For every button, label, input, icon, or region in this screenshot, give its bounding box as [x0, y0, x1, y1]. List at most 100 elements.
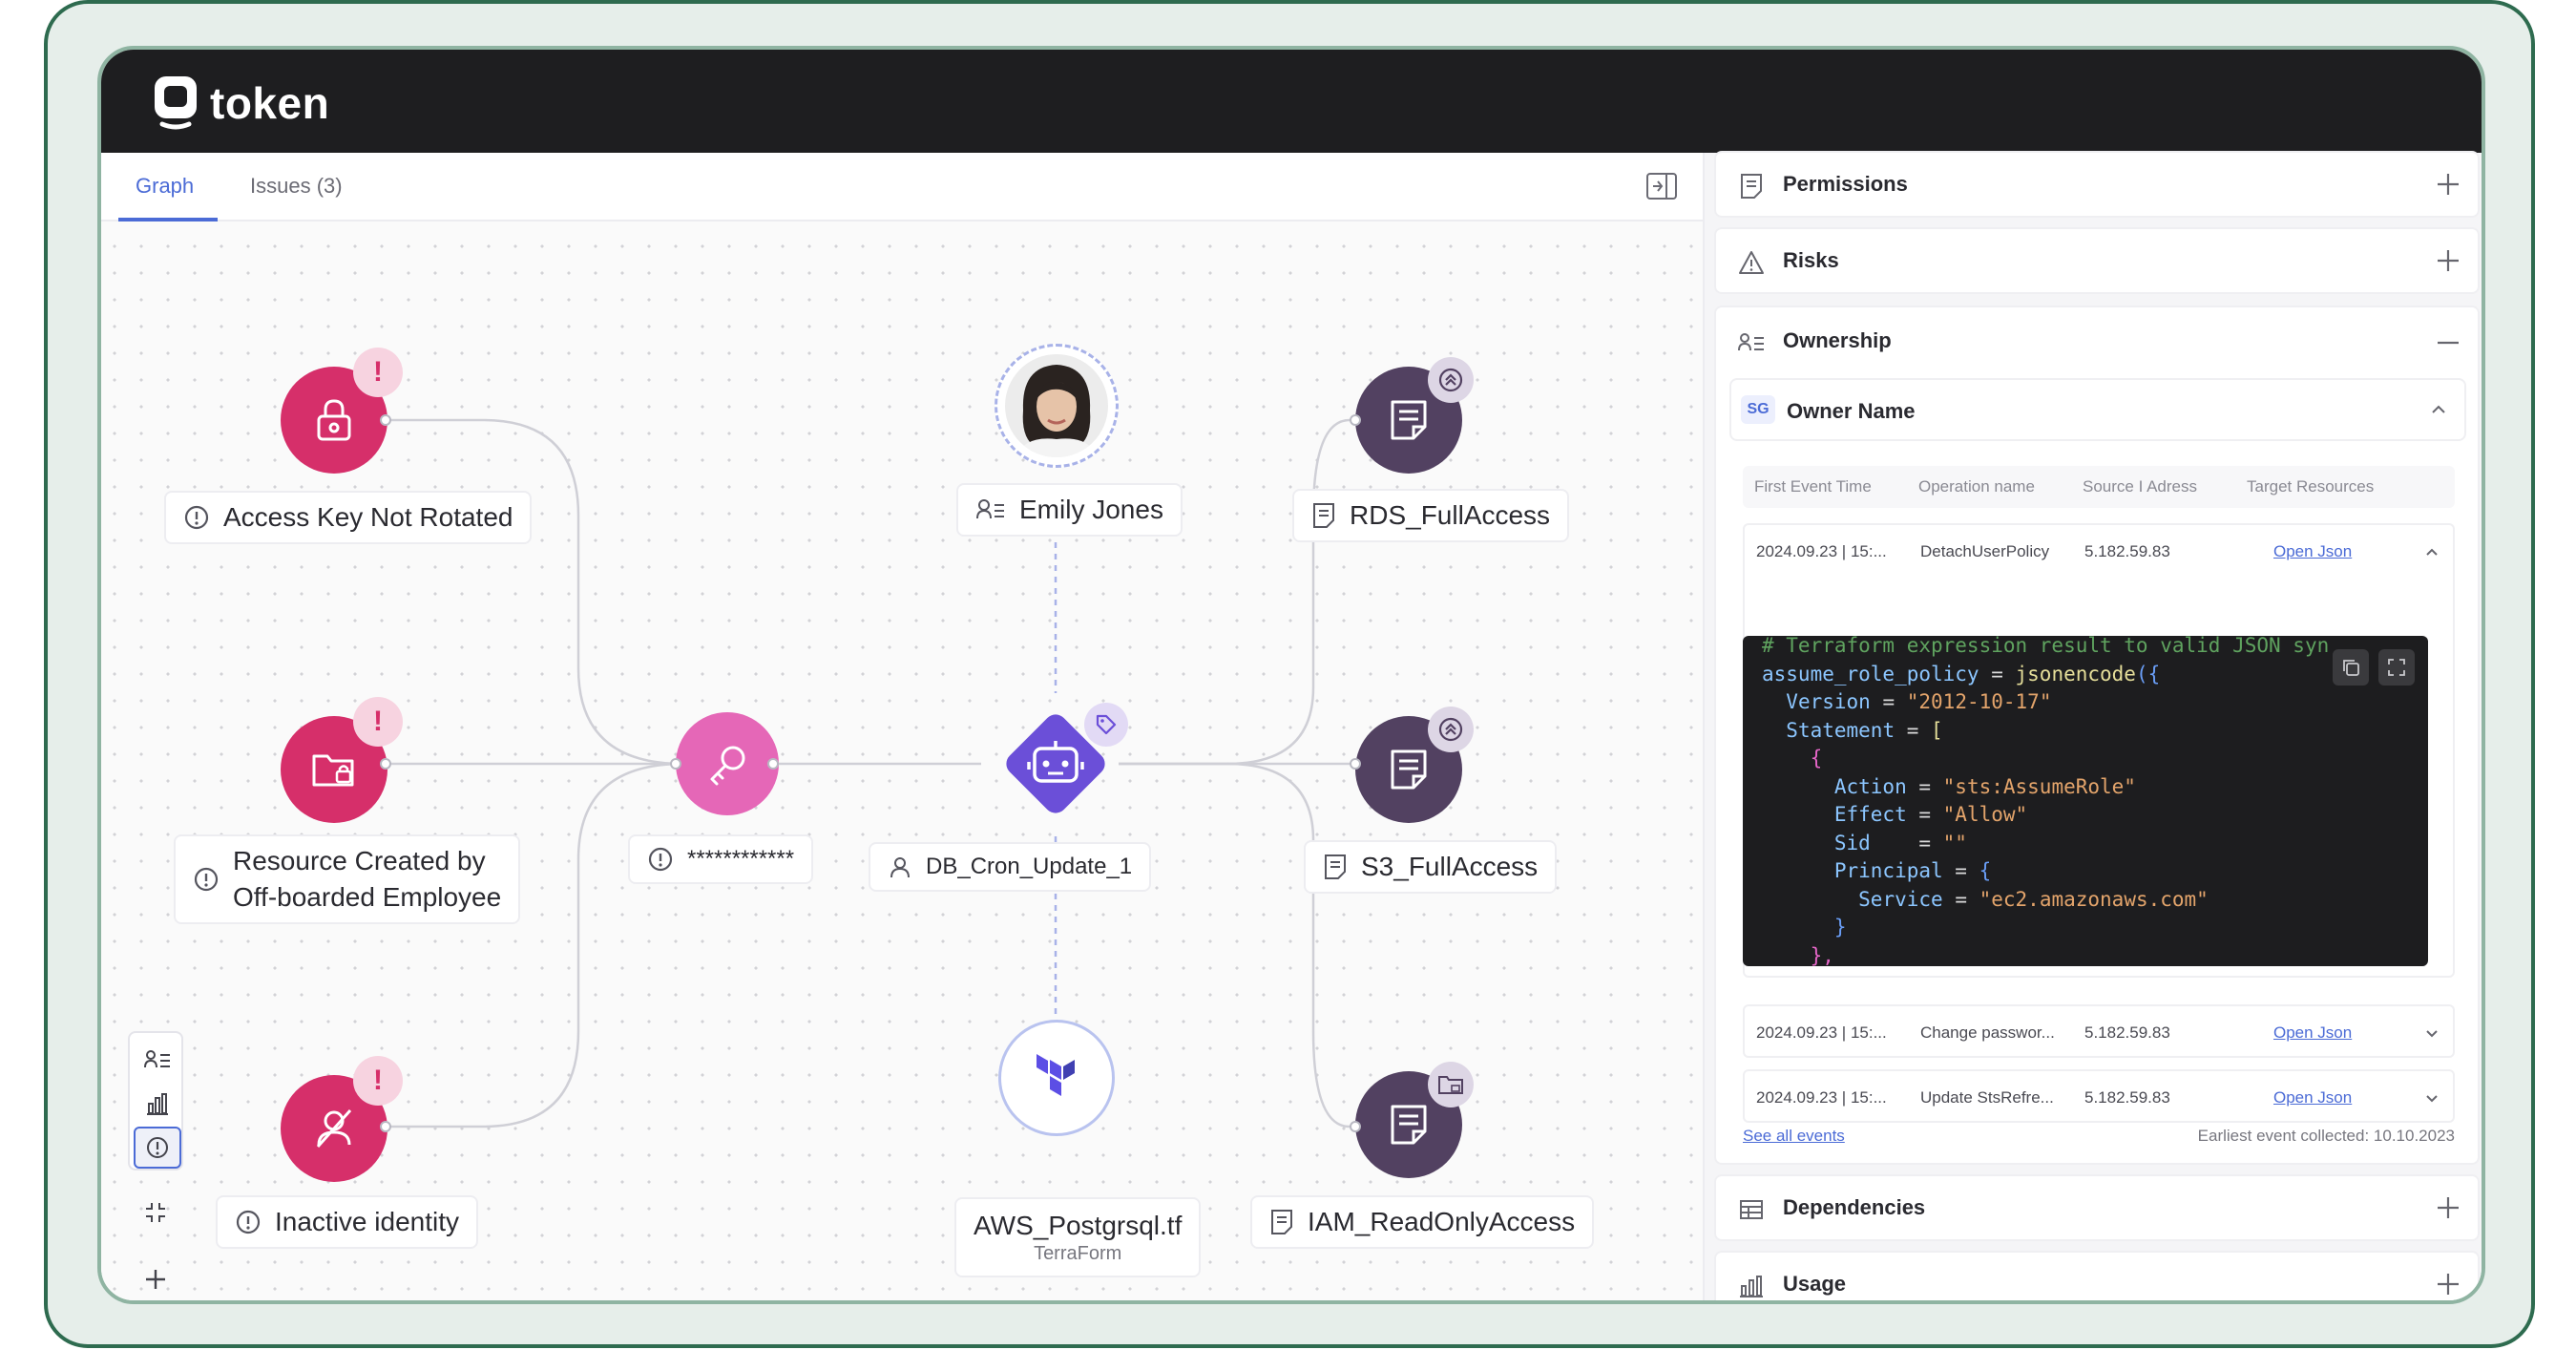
policy-label-s3[interactable]: S3_FullAccess: [1304, 840, 1558, 894]
user-list-icon: [1738, 333, 1764, 351]
graph-toolbar: [128, 1031, 183, 1300]
issue-label-text: Inactive identity: [275, 1207, 459, 1236]
issue-node-access-key[interactable]: !: [281, 348, 403, 474]
expand-plus-icon[interactable]: [2432, 1268, 2464, 1300]
info-circle-icon: [236, 1210, 261, 1234]
policy-label-rds[interactable]: RDS_FullAccess: [1292, 489, 1570, 542]
document-icon: [1271, 1210, 1292, 1234]
dependencies-section[interactable]: Dependencies: [1714, 1174, 2480, 1241]
active-tab-indicator: [118, 218, 218, 221]
issue-label-inactive[interactable]: Inactive identity: [216, 1195, 478, 1249]
document-icon: [1391, 400, 1427, 440]
terraform-icon: [1037, 1054, 1075, 1096]
risks-title: Risks: [1783, 248, 1839, 272]
bot-identity-node[interactable]: [987, 695, 1128, 833]
app-window: token Graph Issues (3): [97, 46, 2485, 1304]
copy-icon: [2343, 660, 2359, 676]
document-icon: [1741, 174, 1762, 199]
view-mode-group: [128, 1031, 183, 1171]
open-json-link[interactable]: Open Json: [2273, 1023, 2353, 1042]
view-usage-button[interactable]: [134, 1083, 181, 1125]
collapse-panel-icon[interactable]: [1645, 172, 1678, 200]
policy-node-iam[interactable]: [1355, 1062, 1474, 1178]
warning-triangle-icon: [1739, 251, 1764, 274]
risks-section[interactable]: Risks: [1714, 227, 2480, 294]
table-icon: [1740, 1200, 1763, 1219]
collapse-minus-icon[interactable]: [2432, 327, 2464, 359]
secret-key-node[interactable]: [676, 712, 779, 815]
tab-issues[interactable]: Issues (3): [250, 174, 343, 198]
event-source-ip: 5.182.59.83: [2084, 542, 2170, 560]
code-token: =: [1906, 803, 1943, 826]
user-list-icon: [144, 1050, 170, 1068]
bot-label[interactable]: DB_Cron_Update_1: [869, 842, 1152, 892]
tab-graph[interactable]: Graph: [136, 174, 195, 198]
permissions-title: Permissions: [1783, 172, 1908, 196]
edge-port: [767, 758, 779, 770]
view-issues-button[interactable]: [134, 1127, 181, 1169]
document-icon: [1391, 749, 1427, 790]
ownership-title: Ownership: [1783, 328, 1892, 352]
fit-view-button[interactable]: [132, 1192, 179, 1234]
user-label[interactable]: Emily Jones: [956, 483, 1183, 537]
edge-port: [1350, 414, 1361, 426]
policy-name: RDS_FullAccess: [1350, 500, 1551, 530]
upgrade-badge: [1428, 357, 1474, 403]
terraform-node[interactable]: [998, 1020, 1115, 1136]
code-token: },: [1810, 943, 1834, 967]
code-token: Service: [1858, 887, 1943, 911]
json-code-viewer[interactable]: # Terraform expression result to valid J…: [1743, 636, 2428, 966]
secret-label[interactable]: ************: [628, 834, 814, 884]
chevron-up-icon[interactable]: [2420, 540, 2443, 563]
usage-section[interactable]: Usage: [1714, 1251, 2480, 1300]
policy-node-rds[interactable]: [1355, 357, 1474, 474]
code-token: Principal: [1833, 859, 1943, 882]
document-icon: [1391, 1105, 1427, 1145]
open-json-link[interactable]: Open Json: [2273, 542, 2353, 560]
expand-plus-icon[interactable]: [2432, 168, 2464, 200]
issue-label-access-key[interactable]: Access Key Not Rotated: [164, 491, 533, 544]
graph-panel: Graph Issues (3): [101, 153, 1703, 1300]
user-list-icon: [976, 499, 1004, 519]
code-token: {: [1810, 747, 1823, 770]
issue-node-offboarded[interactable]: !: [281, 697, 403, 823]
upgrade-badge: [1428, 707, 1474, 752]
expand-plus-icon[interactable]: [2432, 1192, 2464, 1224]
copy-code-button[interactable]: [2333, 649, 2369, 686]
issue-label-text: Access Key Not Rotated: [223, 502, 513, 532]
permissions-section[interactable]: Permissions: [1714, 151, 2480, 218]
policy-node-s3[interactable]: [1355, 707, 1474, 823]
event-row[interactable]: 2024.09.23 | 15:... Change passwor... 5.…: [1743, 1004, 2455, 1058]
event-row[interactable]: 2024.09.23 | 15:... Update StsRefre... 5…: [1743, 1069, 2455, 1123]
issue-label-offboarded[interactable]: Resource Created by Off-boarded Employee: [174, 834, 521, 924]
owner-row[interactable]: SG Owner Name: [1729, 378, 2466, 441]
code-token: =: [1979, 662, 2016, 686]
dependencies-title: Dependencies: [1783, 1195, 1926, 1219]
event-operation: DetachUserPolicy: [1920, 542, 2050, 560]
folder-lock-icon: [312, 754, 354, 787]
zoom-in-button[interactable]: [132, 1258, 179, 1300]
issue-node-inactive[interactable]: !: [281, 1056, 403, 1182]
expand-plus-icon[interactable]: [2432, 244, 2464, 277]
open-json-link[interactable]: Open Json: [2273, 1088, 2353, 1107]
column-header: Target Resources: [2247, 477, 2375, 496]
policy-label-iam[interactable]: IAM_ReadOnlyAccess: [1250, 1195, 1595, 1249]
fullscreen-code-button[interactable]: [2378, 649, 2415, 686]
logo[interactable]: token: [153, 74, 329, 132]
column-header: Source I Adress: [2083, 477, 2198, 496]
terraform-label[interactable]: AWS_Postgrsql.tf TerraForm: [954, 1197, 1202, 1277]
user-avatar-node[interactable]: [995, 344, 1119, 468]
document-icon: [1325, 854, 1346, 879]
usage-title: Usage: [1783, 1272, 1847, 1296]
chevron-down-icon[interactable]: [2420, 1022, 2443, 1044]
folder-lock-icon: [1438, 1076, 1463, 1094]
chevron-down-icon[interactable]: [2420, 1086, 2443, 1109]
ownership-section: Ownership SG Owner Name First Event Time…: [1714, 306, 2480, 1165]
edge-port: [380, 414, 391, 426]
see-all-events-link[interactable]: See all events: [1743, 1127, 1845, 1145]
chevron-up-icon[interactable]: [2426, 397, 2451, 422]
view-owners-button[interactable]: [134, 1039, 181, 1081]
top-header: token: [101, 50, 2482, 153]
event-operation: Update StsRefre...: [1920, 1088, 2054, 1107]
terraform-file-name: AWS_Postgrsql.tf: [974, 1210, 1183, 1240]
